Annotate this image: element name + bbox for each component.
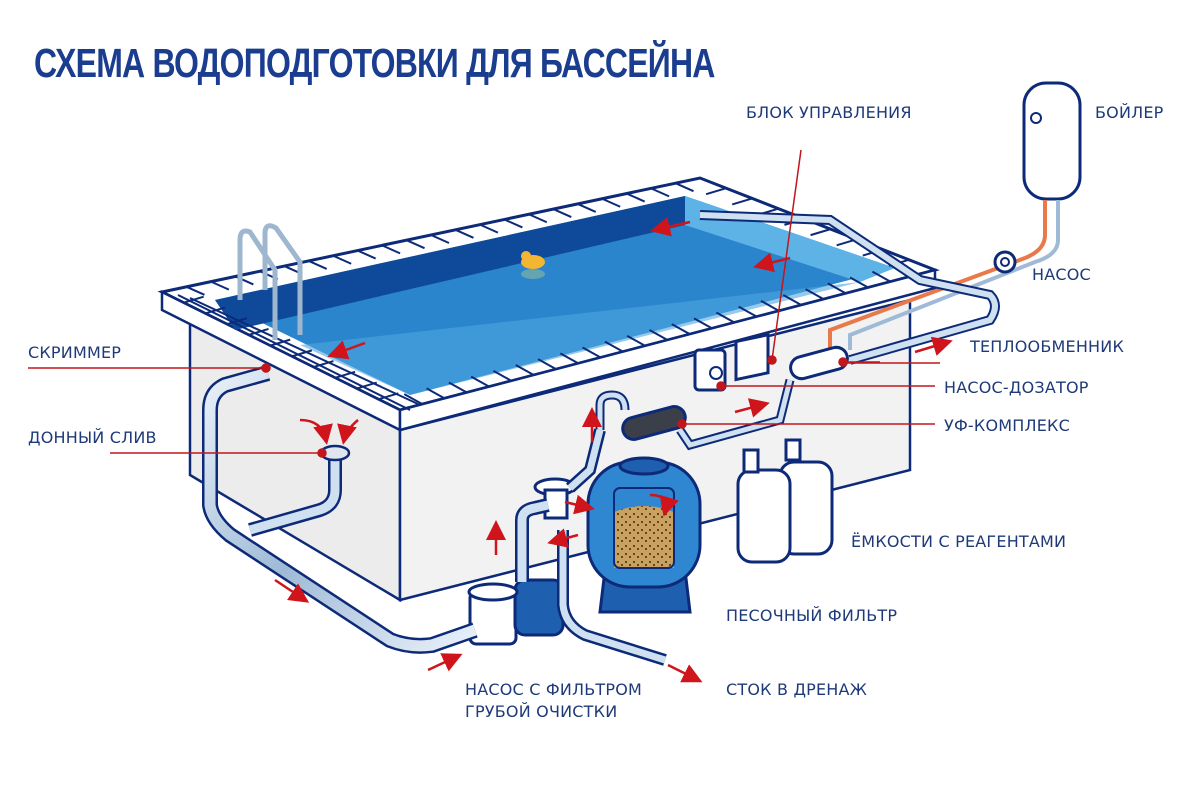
- uv-complex-icon: [595, 378, 795, 451]
- circulation-pump-icon: [993, 250, 1017, 274]
- label-uv-complex: УФ-КОМПЛЕКС: [944, 416, 1070, 435]
- label-main-pump-line2: ГРУБОЙ ОЧИСТКИ: [465, 702, 618, 721]
- leader-lines: [28, 149, 940, 458]
- sand-filter-icon: [586, 456, 702, 614]
- main-pump-icon: [467, 578, 565, 646]
- label-drain: СТОК В ДРЕНАЖ: [726, 680, 868, 699]
- pool-ladder: [237, 223, 303, 340]
- reagent-tanks-icon: [736, 438, 834, 564]
- dosing-pump-icon: [693, 348, 727, 392]
- label-dosing-pump: НАСОС-ДОЗАТОР: [944, 378, 1089, 397]
- heat-exchanger-icon: [789, 345, 849, 381]
- flow-arrows: [274, 216, 953, 683]
- label-heat-exchanger: ТЕПЛООБМЕННИК: [970, 337, 1125, 356]
- label-skimmer: СКРИММЕР: [28, 343, 122, 362]
- return-pipes: [699, 210, 1000, 365]
- suction-pipes: [202, 365, 667, 666]
- label-pump: НАСОС: [1032, 265, 1091, 284]
- control-unit-icon: [734, 332, 770, 382]
- label-bottom-drain: ДОННЫЙ СЛИВ: [28, 428, 157, 447]
- diagram-title: СХЕМА ВОДОПОДГОТОВКИ ДЛЯ БАССЕЙНА: [34, 40, 715, 86]
- rubber-duck-icon: [521, 251, 545, 279]
- label-reagent-tanks: ЁМКОСТИ С РЕАГЕНТАМИ: [851, 532, 1067, 551]
- label-boiler: БОЙЛЕР: [1095, 103, 1164, 122]
- label-sand-filter: ПЕСОЧНЫЙ ФИЛЬТР: [726, 606, 898, 625]
- boiler-icon: [828, 81, 1082, 350]
- label-control-unit: БЛОК УПРАВЛЕНИЯ: [746, 103, 912, 122]
- label-main-pump-line1: НАСОС С ФИЛЬТРОМ: [465, 680, 643, 699]
